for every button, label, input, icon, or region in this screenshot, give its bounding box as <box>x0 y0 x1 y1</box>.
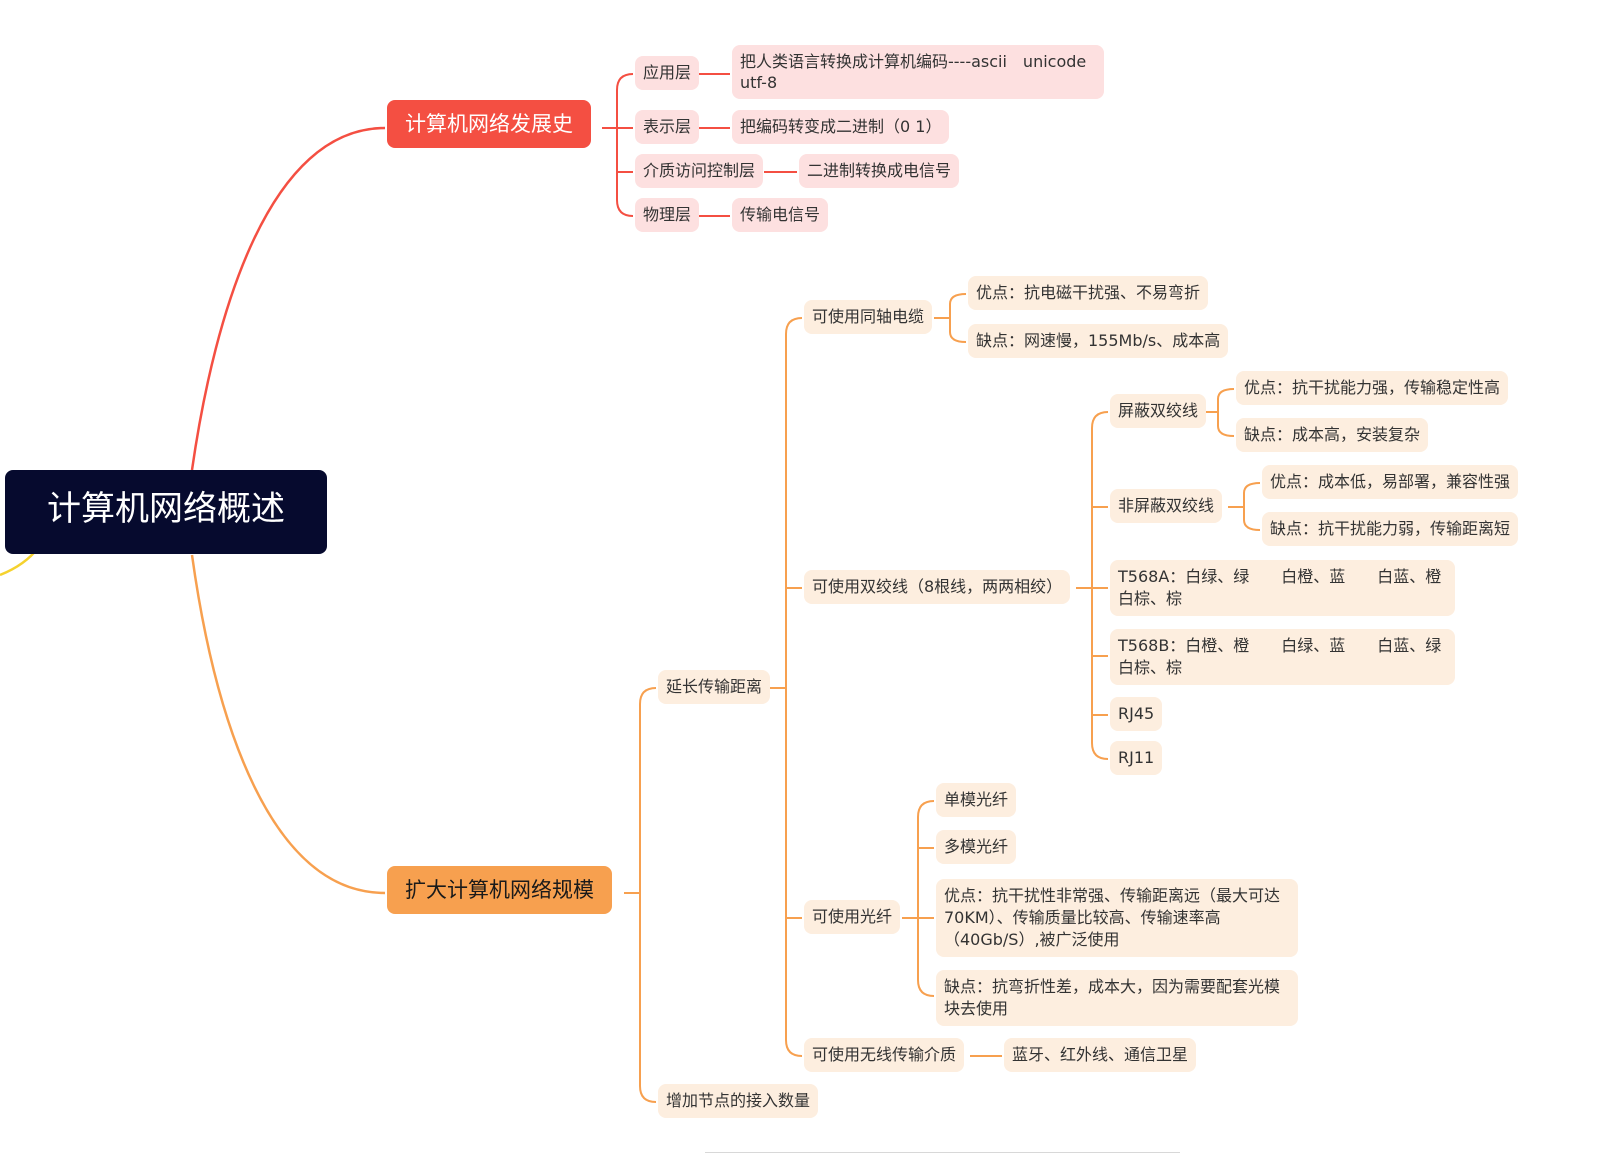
shielded-twisted-pair[interactable]: 屏蔽双绞线 <box>1110 394 1207 428</box>
layer-mac-desc[interactable]: 二进制转换成电信号 <box>799 154 960 188</box>
wireless-desc[interactable]: 蓝牙、红外线、通信卫星 <box>1004 1038 1197 1072</box>
shielded-pro[interactable]: 优点：抗干扰能力强，传输稳定性高 <box>1236 371 1509 405</box>
connector <box>190 554 386 895</box>
canvas-bottom-divider <box>705 1152 1180 1153</box>
rj11-connector[interactable]: RJ11 <box>1110 741 1163 775</box>
coax-cable[interactable]: 可使用同轴电缆 <box>804 300 933 334</box>
single-mode-fiber[interactable]: 单模光纤 <box>936 783 1017 817</box>
increase-nodes[interactable]: 增加节点的接入数量 <box>658 1084 819 1118</box>
layer-physical[interactable]: 物理层 <box>635 198 700 232</box>
shielded-con[interactable]: 缺点：成本高，安装复杂 <box>1236 418 1429 452</box>
t568b-standard[interactable]: T568B：白橙、橙 白绿、蓝 白蓝、绿 白棕、棕 <box>1110 629 1473 685</box>
unshielded-con[interactable]: 缺点：抗干扰能力弱，传输距离短 <box>1262 512 1519 546</box>
wireless-media[interactable]: 可使用无线传输介质 <box>804 1038 965 1072</box>
fiber-con[interactable]: 缺点：抗弯折性差，成本大，因为需要配套光模块去使用 <box>936 970 1298 1026</box>
layer-physical-desc[interactable]: 传输电信号 <box>732 198 829 232</box>
coax-pro[interactable]: 优点：抗电磁干扰强、不易弯折 <box>968 276 1209 310</box>
layer-mac[interactable]: 介质访问控制层 <box>635 154 764 188</box>
twisted-pair[interactable]: 可使用双绞线（8根线，两两相绞） <box>804 570 1071 604</box>
unshielded-pro[interactable]: 优点：成本低，易部署，兼容性强 <box>1262 465 1519 499</box>
fiber-pro[interactable]: 优点：抗干扰性非常强、传输距离远（最大可达70KM）、传输质量比较高、传输速率高… <box>936 879 1298 957</box>
multi-mode-fiber[interactable]: 多模光纤 <box>936 830 1017 864</box>
branch-expand-scale[interactable]: 扩大计算机网络规模 <box>387 866 612 914</box>
layer-application[interactable]: 应用层 <box>635 56 700 90</box>
branch-network-history[interactable]: 计算机网络发展史 <box>387 100 591 148</box>
extend-distance[interactable]: 延长传输距离 <box>658 670 771 704</box>
coax-con[interactable]: 缺点：网速慢，155Mb/s、成本高 <box>968 324 1229 358</box>
rj45-connector[interactable]: RJ45 <box>1110 697 1163 731</box>
t568a-standard[interactable]: T568A：白绿、绿 白橙、蓝 白蓝、橙 白棕、棕 <box>1110 560 1473 616</box>
layer-presentation-desc[interactable]: 把编码转变成二进制（0 1） <box>732 110 950 144</box>
layer-presentation[interactable]: 表示层 <box>635 110 700 144</box>
optical-fiber[interactable]: 可使用光纤 <box>804 900 901 934</box>
connector <box>190 126 386 471</box>
unshielded-twisted-pair[interactable]: 非屏蔽双绞线 <box>1110 489 1223 523</box>
root-node[interactable]: 计算机网络概述 <box>5 470 327 554</box>
layer-application-desc[interactable]: 把人类语言转换成计算机编码----ascii unicode utf-8 <box>732 45 1104 99</box>
